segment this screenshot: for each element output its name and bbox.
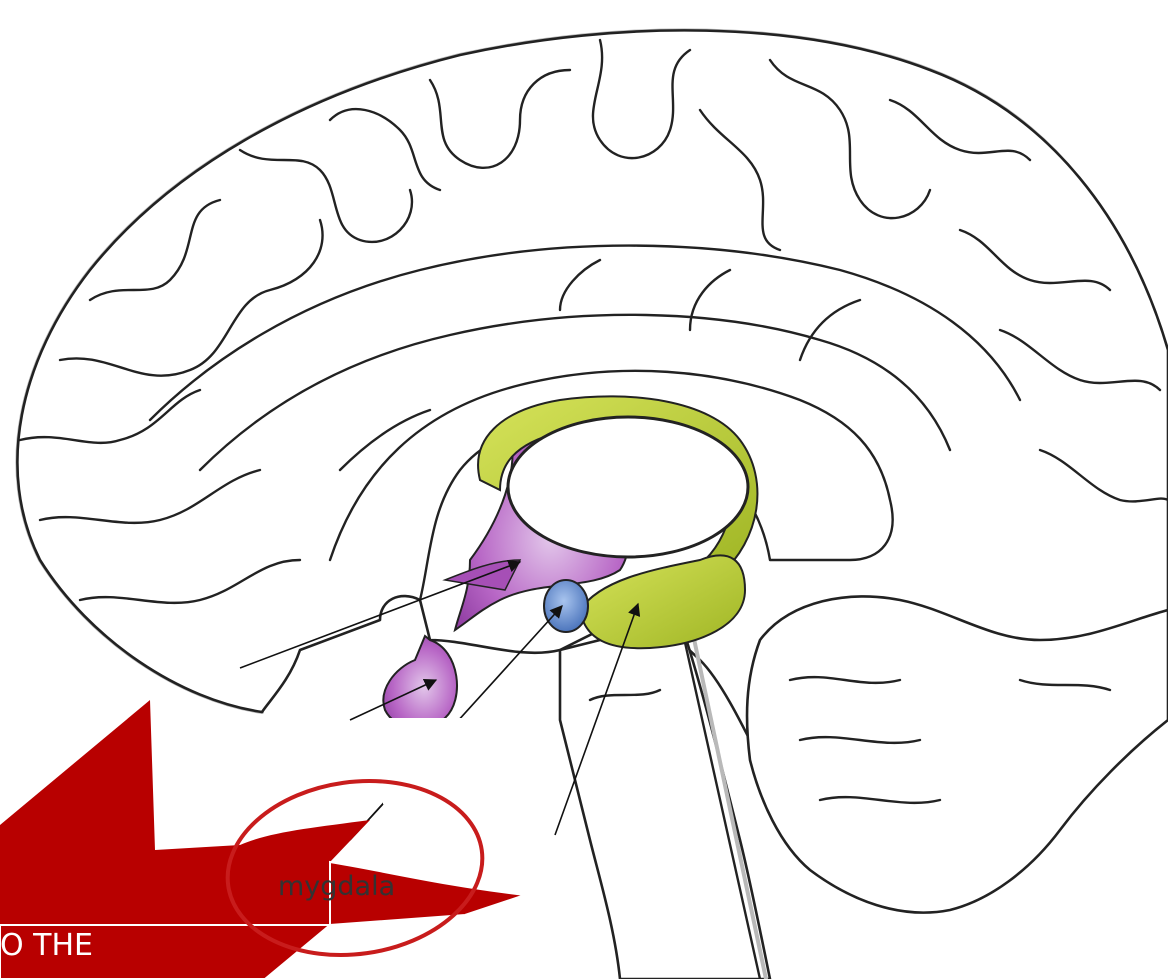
structure-label: mygdala <box>278 871 395 902</box>
pituitary-purple <box>383 636 457 728</box>
banner-text: O THE <box>0 928 93 963</box>
amygdala-blue <box>544 580 588 632</box>
cerebellum <box>747 596 1168 912</box>
thalamus-oval <box>508 417 748 557</box>
